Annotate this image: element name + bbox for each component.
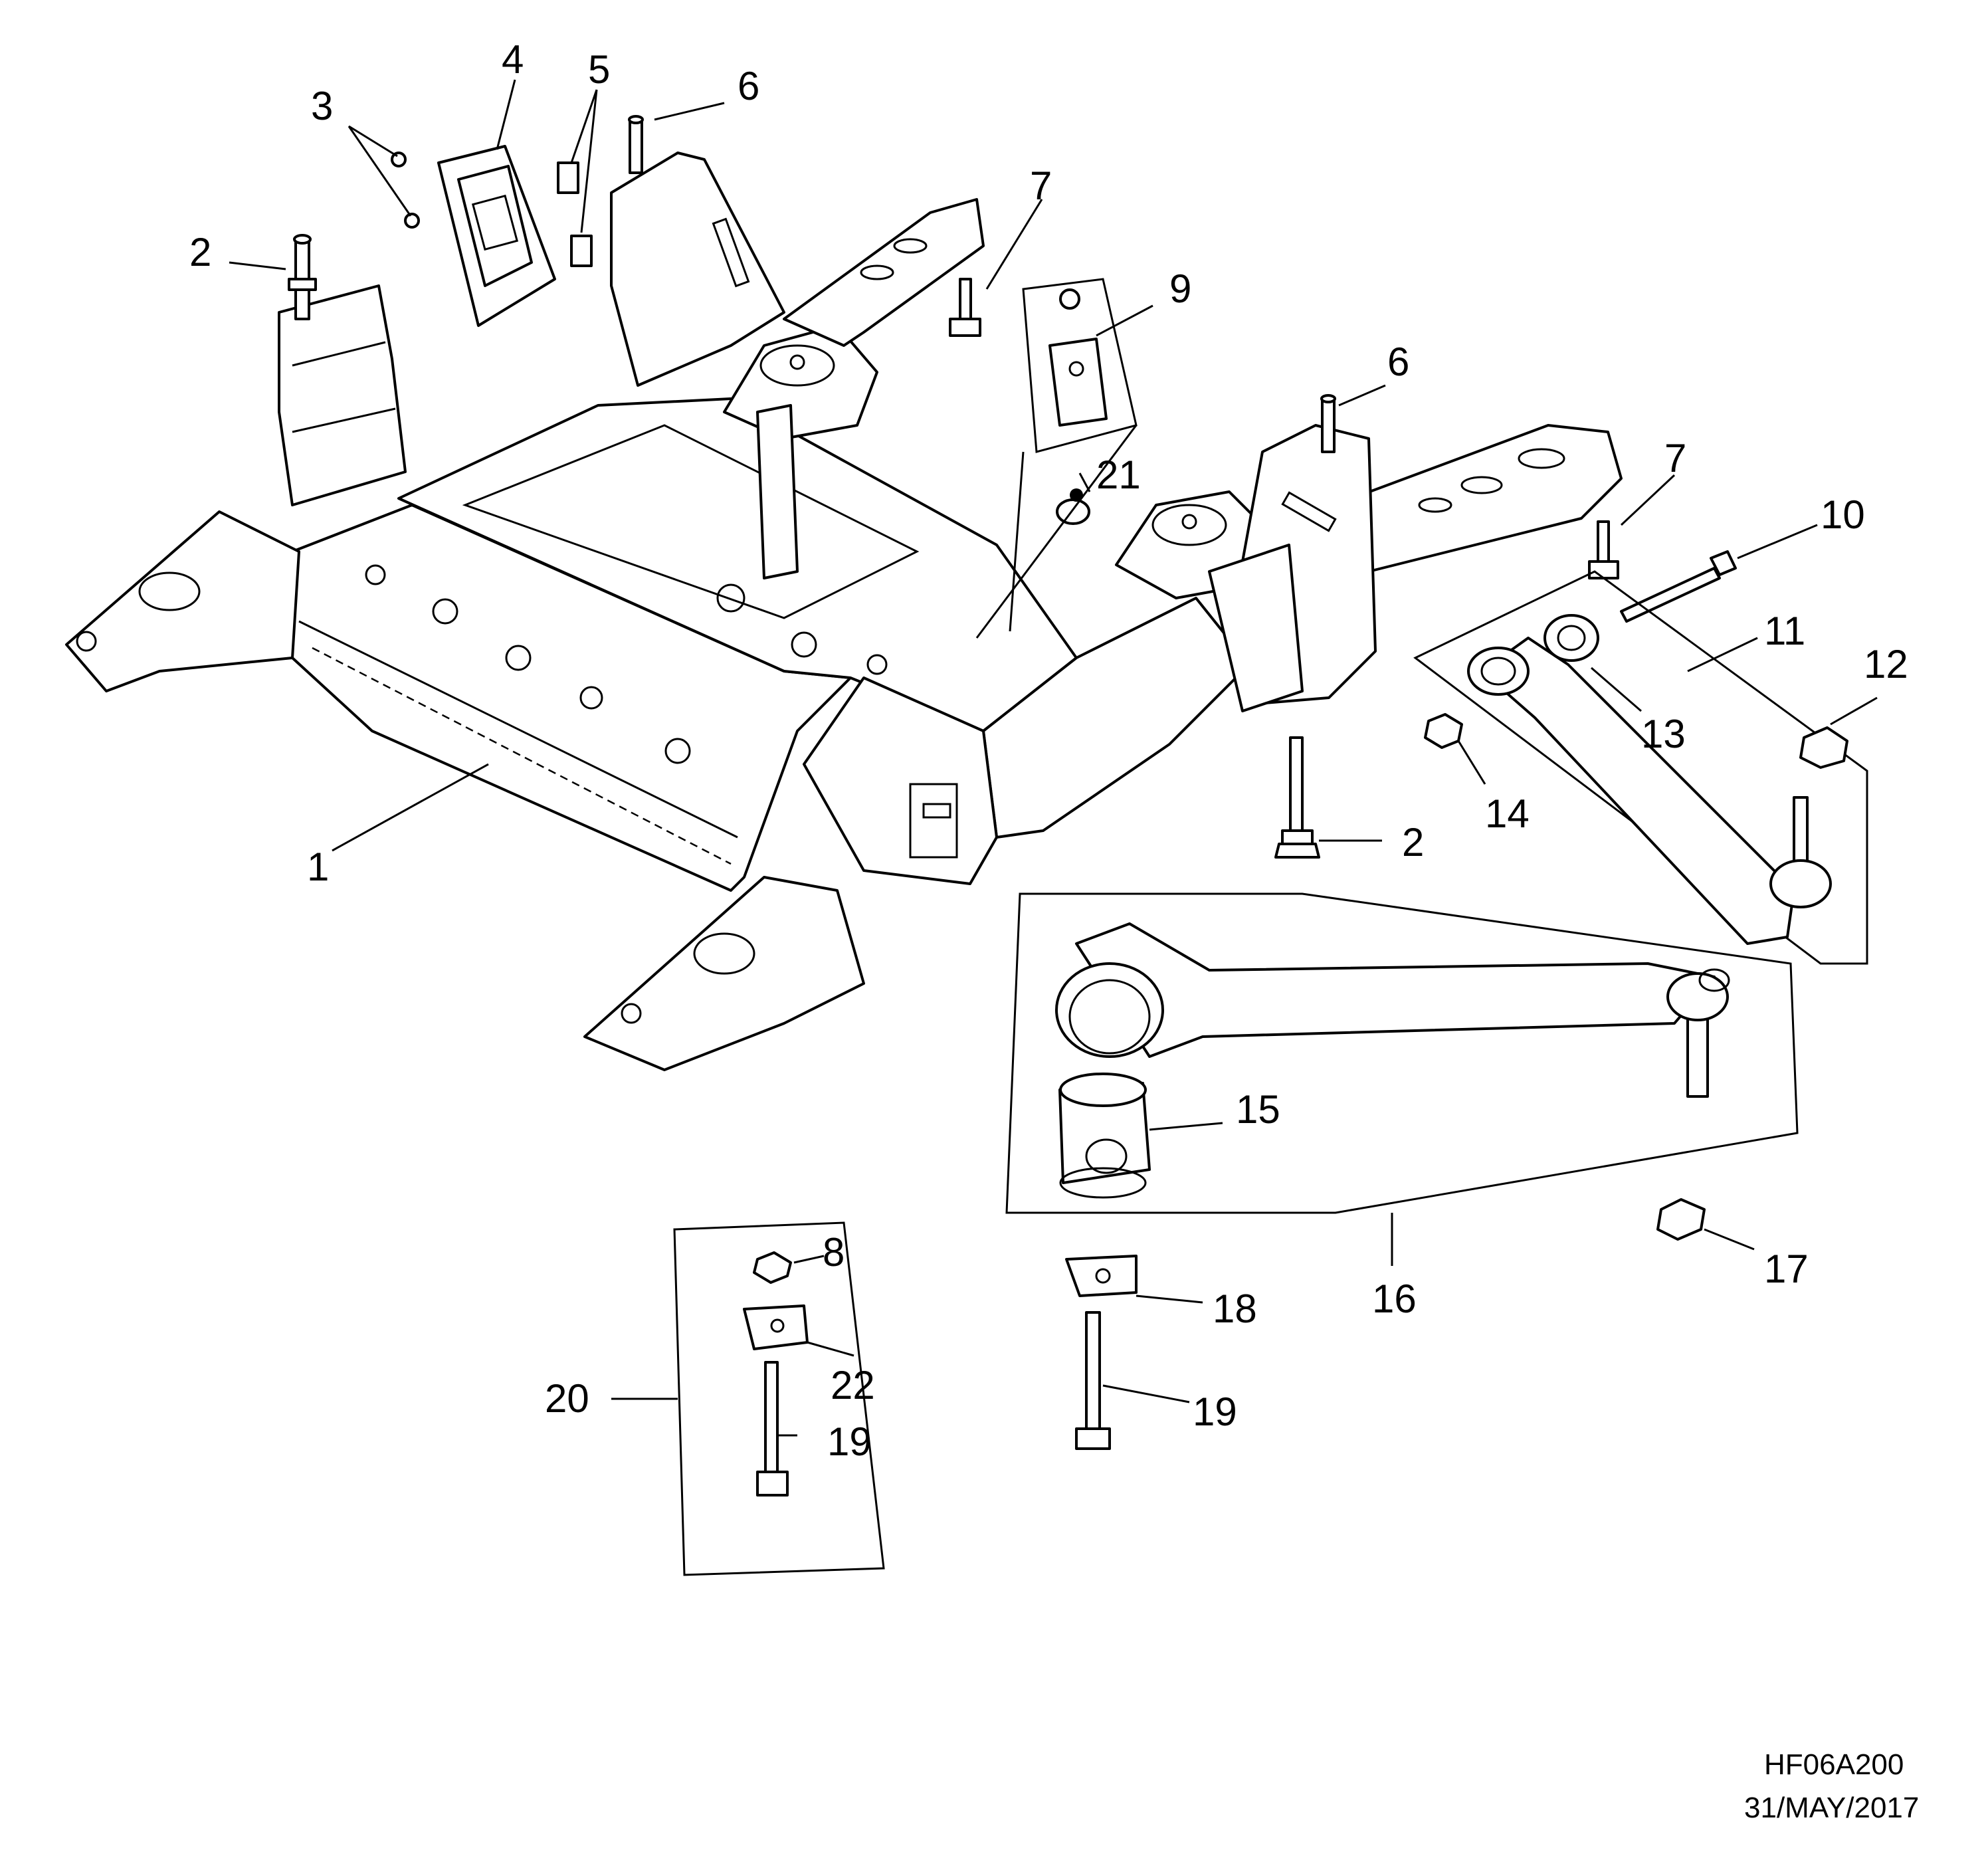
callout-21: 21 (1096, 453, 1141, 497)
callout-18: 18 (1213, 1287, 1257, 1331)
flange-bolt (1588, 520, 1619, 579)
kit-box-9 (1022, 278, 1138, 453)
callout-14: 14 (1485, 791, 1530, 836)
flange-nut (1424, 713, 1463, 749)
callout-17: 17 (1764, 1247, 1809, 1291)
drawing-code: HF06A200 (1764, 1748, 1904, 1781)
mounting-stud (628, 115, 644, 174)
callout-labels: 1 2 2 3 4 5 6 6 7 7 8 9 10 11 12 13 14 1… (189, 37, 1908, 1464)
callout-12: 12 (1864, 642, 1908, 686)
mount-plate (437, 145, 556, 327)
callout-7: 7 (1664, 436, 1686, 480)
flange-nut (1656, 1198, 1706, 1241)
clip-nut (391, 152, 420, 229)
flange-bolt (949, 278, 981, 337)
callout-13: 13 (1641, 712, 1686, 756)
blanking-plug (1056, 488, 1090, 525)
callout-19: 19 (827, 1419, 872, 1464)
callout-16: 16 (1372, 1277, 1417, 1321)
callout-4: 4 (502, 37, 524, 82)
callout-2: 2 (1402, 820, 1424, 865)
cam-bolt (1075, 1311, 1111, 1450)
front-subframe (65, 152, 1623, 1071)
flange-bolt (1274, 736, 1320, 859)
mounting-stud (1320, 394, 1336, 453)
callout-10: 10 (1821, 492, 1865, 537)
callout-3: 3 (311, 84, 333, 128)
callout-6: 6 (738, 64, 759, 108)
callout-6: 6 (1387, 340, 1409, 384)
flange-nut (1799, 726, 1848, 769)
spring-clip (557, 161, 593, 267)
callout-20: 20 (545, 1376, 589, 1421)
cam-washer-plate (1065, 1255, 1138, 1297)
callout-1: 1 (307, 845, 329, 889)
leader-lines (229, 79, 1878, 1437)
callout-19: 19 (1193, 1390, 1237, 1434)
callout-8: 8 (823, 1230, 845, 1275)
kit-box-20 (673, 1221, 885, 1576)
kit-box-16 (1005, 892, 1799, 1214)
callout-7: 7 (1030, 163, 1052, 208)
mounting-stud (288, 234, 317, 320)
callout-2: 2 (189, 230, 211, 274)
callout-22: 22 (831, 1363, 875, 1407)
callout-5: 5 (588, 47, 610, 92)
kit-box-11 (1413, 570, 1868, 965)
callout-15: 15 (1236, 1087, 1280, 1132)
callout-11: 11 (1764, 609, 1805, 653)
drawing-date: 31/MAY/2017 (1744, 1792, 1919, 1824)
callout-9: 9 (1169, 266, 1191, 311)
long-bolt (1620, 550, 1737, 623)
